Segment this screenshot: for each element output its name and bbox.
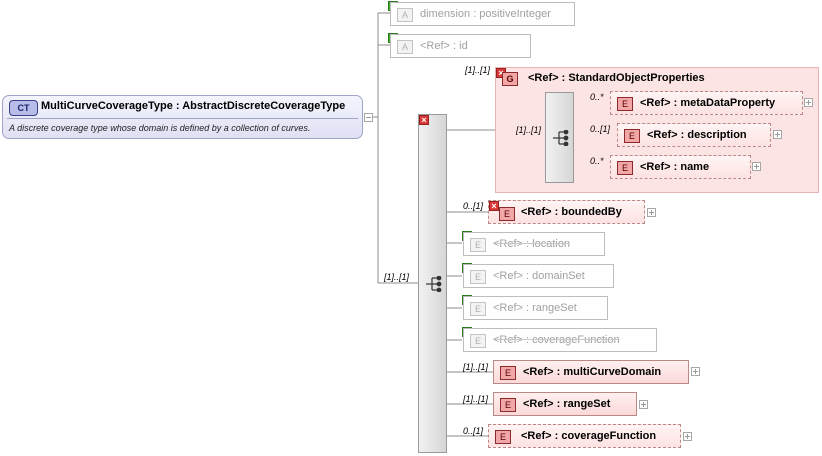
expand-icon[interactable] (639, 400, 648, 409)
sequence-multiplicity: [1]..[1] (384, 272, 410, 282)
group-badge: G (502, 72, 518, 86)
expand-icon[interactable] (691, 367, 700, 376)
element-label: <Ref> : coverageFunction (493, 334, 620, 346)
collapse-icon[interactable] (364, 113, 373, 122)
element-label: <Ref> : location (493, 238, 571, 250)
element-label: <Ref> : name (640, 161, 710, 173)
element-label: <Ref> : boundedBy (521, 206, 622, 218)
complex-type-badge: CT (9, 100, 38, 116)
element-multiplicity: 0..[1] (463, 426, 484, 436)
complex-type-divider (7, 118, 358, 119)
complex-type-box[interactable]: CT MultiCurveCoverageType : AbstractDisc… (2, 95, 363, 139)
element-boundedby[interactable]: × E <Ref> : boundedBy (488, 200, 645, 224)
expand-icon[interactable] (683, 432, 692, 441)
element-rangeset-disabled[interactable]: E <Ref> : rangeSet (463, 296, 608, 320)
element-label: <Ref> : domainSet (493, 270, 585, 282)
element-label: <Ref> : multiCurveDomain (523, 366, 662, 378)
element-multiplicity: [1]..[1] (463, 394, 489, 404)
element-badge: E (624, 129, 640, 143)
element-name[interactable]: E <Ref> : name (610, 155, 751, 179)
element-multicurvedomain[interactable]: E <Ref> : multiCurveDomain (493, 360, 689, 384)
group-label: <Ref> : StandardObjectProperties (528, 72, 705, 84)
element-label: <Ref> : description (647, 129, 747, 141)
element-badge: E (470, 334, 486, 348)
element-badge: E (499, 207, 515, 221)
element-description[interactable]: E <Ref> : description (617, 123, 771, 147)
expand-icon[interactable] (752, 162, 761, 171)
expand-icon[interactable] (804, 98, 813, 107)
element-coveragefunction[interactable]: E <Ref> : coverageFunction (488, 424, 681, 448)
element-label: <Ref> : metaDataProperty (640, 97, 776, 109)
element-location[interactable]: E <Ref> : location (463, 232, 605, 256)
expand-icon[interactable] (647, 208, 656, 217)
attribute-label: <Ref> : id (420, 40, 468, 52)
element-multiplicity: [1]..[1] (463, 362, 489, 372)
element-badge: E (500, 366, 516, 380)
element-badge: E (500, 398, 516, 412)
element-rangeset[interactable]: E <Ref> : rangeSet (493, 392, 637, 416)
expand-icon[interactable] (773, 130, 782, 139)
element-multiplicity: 0..* (590, 92, 604, 102)
element-label: <Ref> : rangeSet (493, 302, 577, 314)
element-multiplicity: 0..[1] (590, 124, 611, 134)
element-label: <Ref> : rangeSet (523, 398, 611, 410)
element-badge: E (470, 302, 486, 316)
sequence-icon (553, 130, 569, 146)
element-badge: E (617, 97, 633, 111)
element-domainset[interactable]: E <Ref> : domainSet (463, 264, 614, 288)
element-badge: E (470, 238, 486, 252)
sequence-icon (426, 276, 442, 292)
attribute-id[interactable]: A <Ref> : id (390, 34, 531, 58)
main-sequence-compositor[interactable]: × (418, 114, 447, 453)
group-sequence-multiplicity: [1]..[1] (516, 125, 542, 135)
complex-type-title: MultiCurveCoverageType : AbstractDiscret… (41, 100, 346, 112)
attribute-badge: A (397, 40, 413, 54)
complex-type-description: A discrete coverage type whose domain is… (9, 123, 311, 133)
element-label: <Ref> : coverageFunction (521, 430, 657, 442)
group-sequence-compositor[interactable] (545, 92, 574, 183)
element-badge: E (495, 430, 511, 444)
attribute-badge: A (397, 8, 413, 22)
group-multiplicity: [1]..[1] (465, 65, 491, 75)
prohibited-x-icon: × (419, 115, 429, 125)
element-badge: E (470, 270, 486, 284)
element-multiplicity: 0..[1] (463, 201, 484, 211)
element-coveragefunction-disabled[interactable]: E <Ref> : coverageFunction (463, 328, 657, 352)
element-metadataproperty[interactable]: E <Ref> : metaDataProperty (610, 91, 803, 115)
attribute-label: dimension : positiveInteger (420, 8, 551, 20)
element-multiplicity: 0..* (590, 156, 604, 166)
prohibited-x-icon: × (489, 201, 499, 211)
attribute-dimension[interactable]: A dimension : positiveInteger (390, 2, 575, 26)
element-badge: E (617, 161, 633, 175)
